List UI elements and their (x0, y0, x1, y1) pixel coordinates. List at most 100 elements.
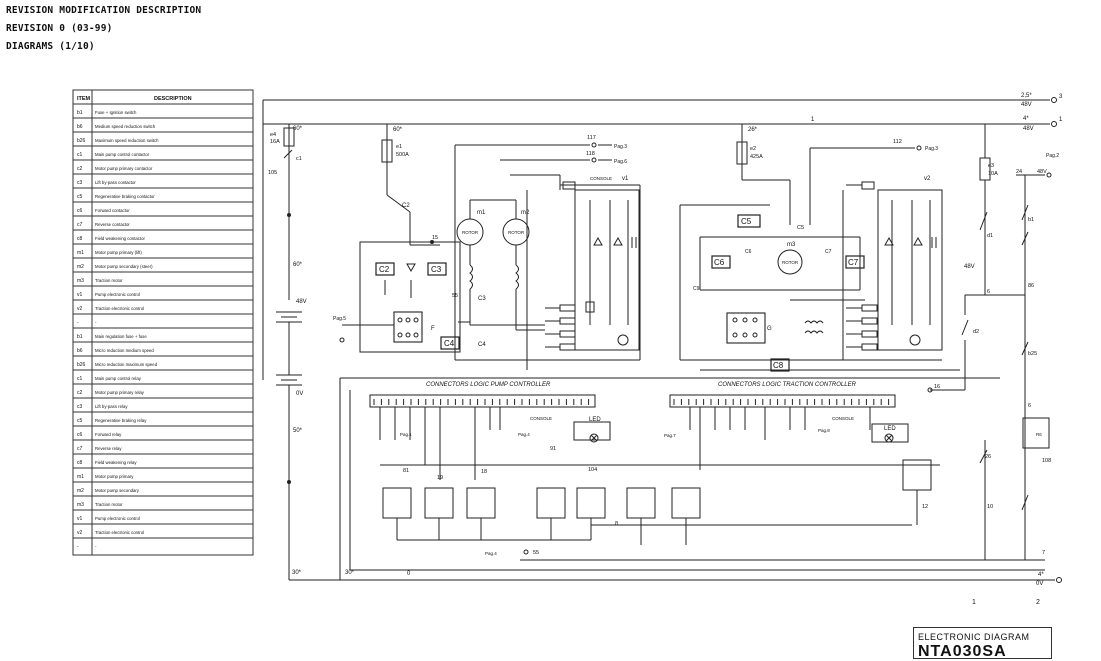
legend-item-code: v1 (77, 292, 83, 298)
label-60-pump: 60* (393, 127, 403, 133)
fuse-e2-rating: 425A (750, 154, 763, 160)
label-48v-top: 48V (1021, 102, 1032, 108)
legend-item-description: Main pump control relay (95, 376, 142, 381)
battery-column: e4 16A c1 105 60* 48V 0V 50* 30* 60* (268, 124, 307, 580)
legend-item-code: c8 (77, 460, 83, 466)
label-117: 117 (587, 135, 596, 141)
header-revision-title: REVISION MODIFICATION DESCRIPTION (6, 5, 202, 16)
legend-item-description: Main regulation fuse + fuse (95, 334, 147, 339)
legend-item-description: Field weakening relay (95, 460, 137, 465)
top-rails: 2,5* 48V 3 4* 48V 1 1 (262, 93, 1063, 380)
legend-item-code: - (77, 320, 79, 326)
legend-item-description: Reverse relay (95, 446, 122, 451)
header-diagram-page: DIAGRAMS (1/10) (6, 41, 95, 52)
legend-item-description: Regenerative braking relay (95, 418, 147, 423)
page-ref-pump-b: Pag.4 (518, 432, 530, 437)
legend-item-code: b26 (77, 138, 86, 144)
label-24: 24 (1016, 169, 1022, 175)
label-c3-pump: C3 (478, 296, 486, 302)
label-81: 81 (403, 468, 409, 474)
label-b6: 26 (985, 454, 991, 460)
label-26: 26* (748, 127, 758, 133)
legend-item-description: Motor pump secondary (95, 488, 140, 493)
legend-item-description: Traction electronic control (95, 306, 144, 311)
legend-item-code: m1 (77, 250, 84, 256)
legend-item-description: - (95, 320, 97, 325)
label-4-star: 4* (1023, 116, 1029, 122)
page-ref-2: Pag.2 (1046, 153, 1059, 159)
label-60-left: 60* (293, 262, 303, 268)
label-30-bottom: 30* (345, 570, 355, 576)
traction-led-label: LED (884, 426, 896, 432)
contactor-c2: C2 (379, 265, 390, 274)
legend-item-description: Lift by-pass contactor (95, 180, 136, 185)
controller-v1-label: v1 (622, 176, 629, 182)
relay-right-label: R6 (1036, 432, 1042, 437)
legend-item-description: Traction motor (95, 278, 123, 283)
legend-item-code: c7 (77, 446, 83, 452)
label-d1: d1 (987, 233, 993, 239)
label-b1: b1 (1028, 217, 1034, 223)
controller-v2-label: v2 (924, 176, 931, 182)
label-19: 19 (437, 475, 443, 481)
legend-item-description: Motor pump primary (95, 474, 134, 479)
label-1-top: 1 (1059, 117, 1063, 123)
header-revision-number: REVISION 0 (03-99) (6, 23, 113, 34)
legend-item-code: b26 (77, 362, 86, 368)
label-86: 86 (1028, 283, 1034, 289)
page-ref-3b: Pag.3 (925, 146, 938, 152)
label-c2-switch: C2 (402, 203, 410, 209)
legend-item-description: Micro reduction medium speed (95, 348, 154, 353)
contactor-c3: C3 (431, 265, 442, 274)
motor-m3-rotor: ROTOR (782, 260, 799, 265)
legend-item-code: m1 (77, 474, 84, 480)
label-d2: d2 (973, 329, 979, 335)
label-2-5: 2,5* (1021, 93, 1032, 99)
label-118: 118 (586, 151, 595, 157)
pump-contactor-box: 15 C2 C3 F C4 55 Pag.5 (333, 235, 461, 353)
motor-m2-rotor: ROTOR (508, 230, 525, 235)
legend-item-description: Motor pump primary relay (95, 390, 145, 395)
legend-header-description: DESCRIPTION (154, 96, 192, 102)
pump-controller-sub: CONSOLE (590, 176, 612, 181)
legend-item-code: c6 (77, 432, 83, 438)
legend-item-description: Motor pump primary contactor (95, 166, 153, 171)
legend-item-code: v1 (77, 516, 83, 522)
label-105: 105 (268, 170, 277, 176)
legend-item-code: c2 (77, 166, 83, 172)
label-50: 50* (293, 428, 303, 434)
label-15: 15 (432, 235, 438, 241)
legend-item-code: c2 (77, 390, 83, 396)
label-16: 16 (934, 384, 940, 390)
legend-item-description: Motor pump primary (lift) (95, 250, 142, 255)
fuse-e4-rating: 16A (270, 139, 280, 145)
legend-item-description: Field weakening contactor (95, 236, 145, 241)
column-1-label: 1 (972, 599, 976, 606)
label-18: 18 (481, 469, 487, 475)
connector-g-label: G (767, 326, 772, 332)
legend-item-code: c1 (77, 376, 83, 382)
label-1-mid: 1 (811, 117, 815, 123)
label-b25: b25 (1028, 351, 1037, 357)
label-6-right2: 6 (1028, 403, 1031, 409)
legend-header-item: ITEM (77, 96, 91, 102)
label-104: 104 (588, 467, 597, 473)
contactor-c6: C6 (714, 258, 725, 267)
legend-item-description: Forward contactor (95, 208, 130, 213)
contactor-c8: C8 (773, 361, 784, 370)
connector-f-label: F (431, 326, 435, 332)
motor-m1-rotor: ROTOR (462, 230, 479, 235)
page-ref-5: Pag.5 (333, 316, 346, 322)
legend-item-description: Fuse + Ignition switch (95, 110, 137, 115)
pump-power-section: e1 500A 60* C2 117 118 Pag.3 Pag.6 ROTOR… (381, 124, 641, 370)
fuse-e3-label: e3 (988, 163, 994, 169)
label-3: 3 (1059, 94, 1063, 100)
label-10: 10 (987, 504, 993, 510)
label-7: 7 (1042, 550, 1045, 556)
legend-item-description: Traction electronic control (95, 530, 144, 535)
label-c5-switch: C5 (797, 225, 804, 231)
fuse-e4-label: e4 (270, 132, 276, 138)
label-8: 8 (615, 521, 618, 527)
